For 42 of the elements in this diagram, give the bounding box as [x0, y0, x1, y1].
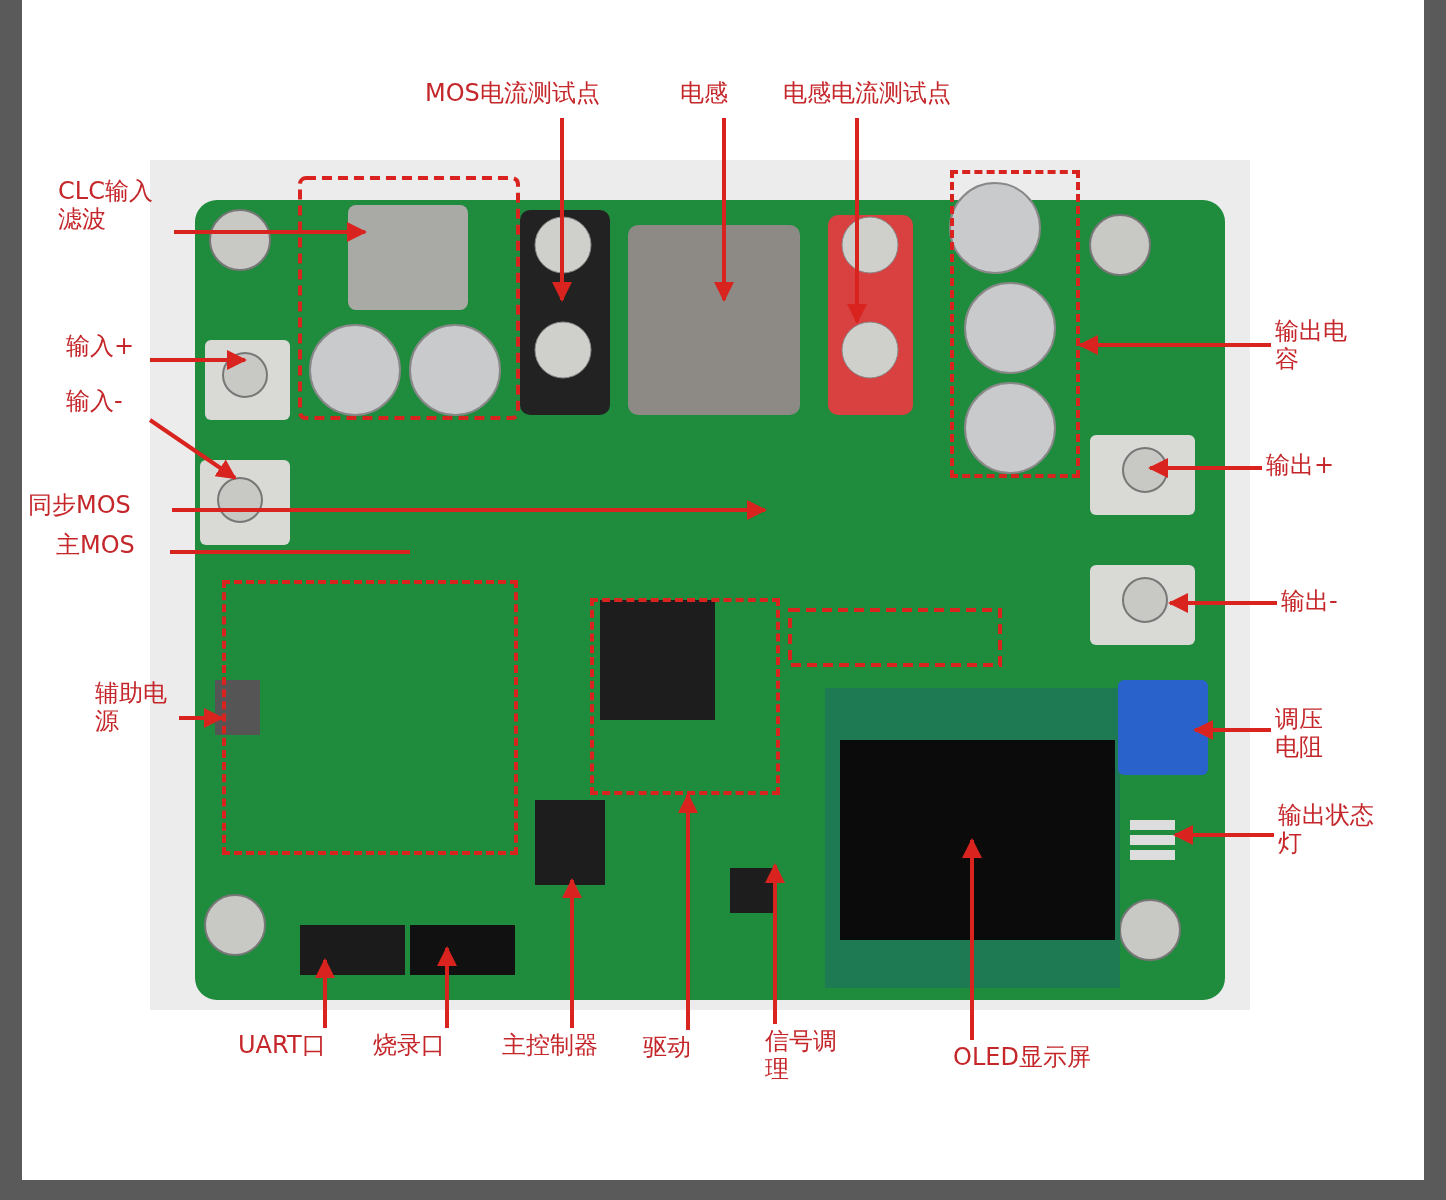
leader-line: [765, 863, 785, 1024]
leader-line: [179, 708, 224, 728]
leader-line: [315, 958, 335, 1028]
dashed-outline-box: [590, 598, 780, 795]
callout-label: 输出状态灯: [1278, 802, 1375, 858]
leader-line: [170, 550, 410, 554]
callout-label: 电感: [680, 80, 729, 108]
callout-label: 输出电容: [1275, 318, 1348, 374]
leader-line: [962, 838, 982, 1040]
leader-line: [678, 793, 698, 1030]
callout-label: OLED显示屏: [953, 1044, 1092, 1072]
dashed-outline-box: [222, 580, 518, 855]
callout-label: 主控制器: [502, 1032, 599, 1060]
callout-label: 输入+: [66, 333, 136, 361]
leader-line: [1193, 720, 1271, 740]
callout-label: 辅助电源: [95, 680, 168, 736]
leader-line: [1078, 335, 1271, 355]
callout-label: 输出+: [1266, 452, 1336, 480]
callout-label: MOS电流测试点: [425, 80, 601, 108]
leader-line: [148, 418, 237, 480]
callout-label: 信号调理: [765, 1028, 838, 1084]
leader-line: [437, 946, 457, 1028]
callout-label: 输出-: [1281, 588, 1339, 616]
callout-label: CLC输入滤波: [58, 178, 154, 234]
callout-label: UART口: [238, 1032, 327, 1060]
callout-label: 电感电流测试点: [783, 80, 952, 108]
leader-line: [1148, 458, 1262, 478]
callout-label: 主MOS: [56, 532, 136, 560]
leader-line: [1168, 593, 1277, 613]
leader-line: [1173, 825, 1274, 845]
leader-line: [847, 118, 867, 324]
callout-label: 输入-: [66, 388, 124, 416]
leader-line: [172, 500, 767, 520]
callout-label: 烧录口: [373, 1032, 446, 1060]
callout-label: 驱动: [643, 1034, 692, 1062]
leader-line: [552, 118, 572, 302]
leader-line: [714, 118, 734, 302]
callout-label: 同步MOS: [28, 492, 132, 520]
dashed-outline-box: [950, 170, 1080, 478]
callout-label: 调压电阻: [1275, 706, 1324, 762]
leader-line: [150, 350, 247, 370]
leader-line: [562, 878, 582, 1028]
